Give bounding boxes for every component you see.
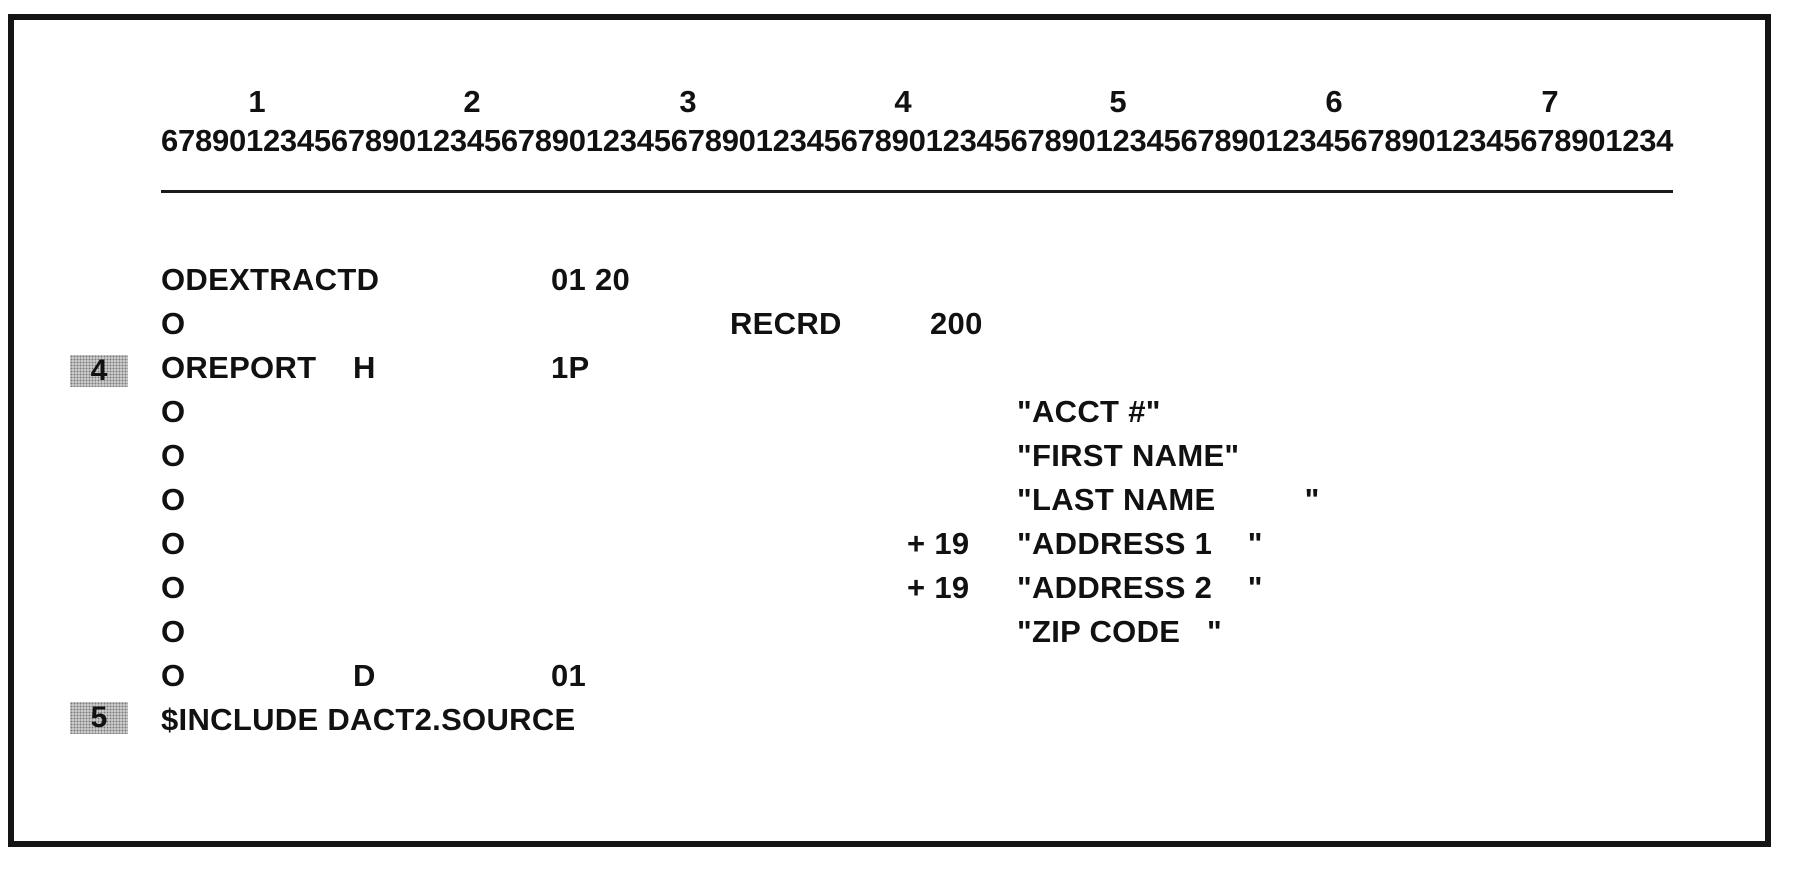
ruler-tens-4: 4 [894, 84, 912, 119]
line-4-constant: "ACCT #" [1017, 394, 1161, 429]
ruler-tens-3: 3 [679, 84, 697, 119]
line-7-offset: + 19 [907, 526, 970, 561]
line-5-spec: O [161, 438, 186, 473]
line-3-fields: 1P [551, 350, 590, 385]
ruler-tens-5: 5 [1109, 84, 1127, 119]
line-marker-5: 5 [70, 702, 128, 734]
listing-frame [8, 14, 1771, 847]
ruler-tens-1: 1 [248, 84, 266, 119]
line-6-spec: O [161, 482, 186, 517]
line-10-spec: O [161, 658, 186, 693]
line-2-length: 200 [930, 306, 983, 341]
line-7-spec: O [161, 526, 186, 561]
line-2-spec: O [161, 306, 186, 341]
line-8-offset: + 19 [907, 570, 970, 605]
line-8-spec: O [161, 570, 186, 605]
line-2-record: RECRD [730, 306, 842, 341]
ruler-tens-7: 7 [1541, 84, 1559, 119]
ruler-tens-6: 6 [1325, 84, 1343, 119]
line-3-type: H [353, 350, 376, 385]
line-10-type: D [353, 658, 376, 693]
line-1-fields: 01 20 [551, 262, 631, 297]
ruler-divider [161, 190, 1673, 193]
line-4-spec: O [161, 394, 186, 429]
line-5-constant: "FIRST NAME" [1017, 438, 1240, 473]
ruler-digits: 6789012345678901234567890123456789012345… [161, 123, 1674, 158]
ruler-tens-2: 2 [463, 84, 481, 119]
line-9-spec: O [161, 614, 186, 649]
line-6-constant: "LAST NAME " [1017, 482, 1320, 517]
line-marker-4: 4 [70, 355, 128, 387]
line-11-include: $INCLUDE DACT2.SOURCE [161, 702, 576, 737]
line-8-constant: "ADDRESS 2 " [1017, 570, 1263, 605]
line-3-name: OREPORT [161, 350, 317, 385]
line-7-constant: "ADDRESS 1 " [1017, 526, 1263, 561]
line-1-name: ODEXTRACTD [161, 262, 380, 297]
line-9-constant: "ZIP CODE " [1017, 614, 1222, 649]
line-10-fields: 01 [551, 658, 587, 693]
